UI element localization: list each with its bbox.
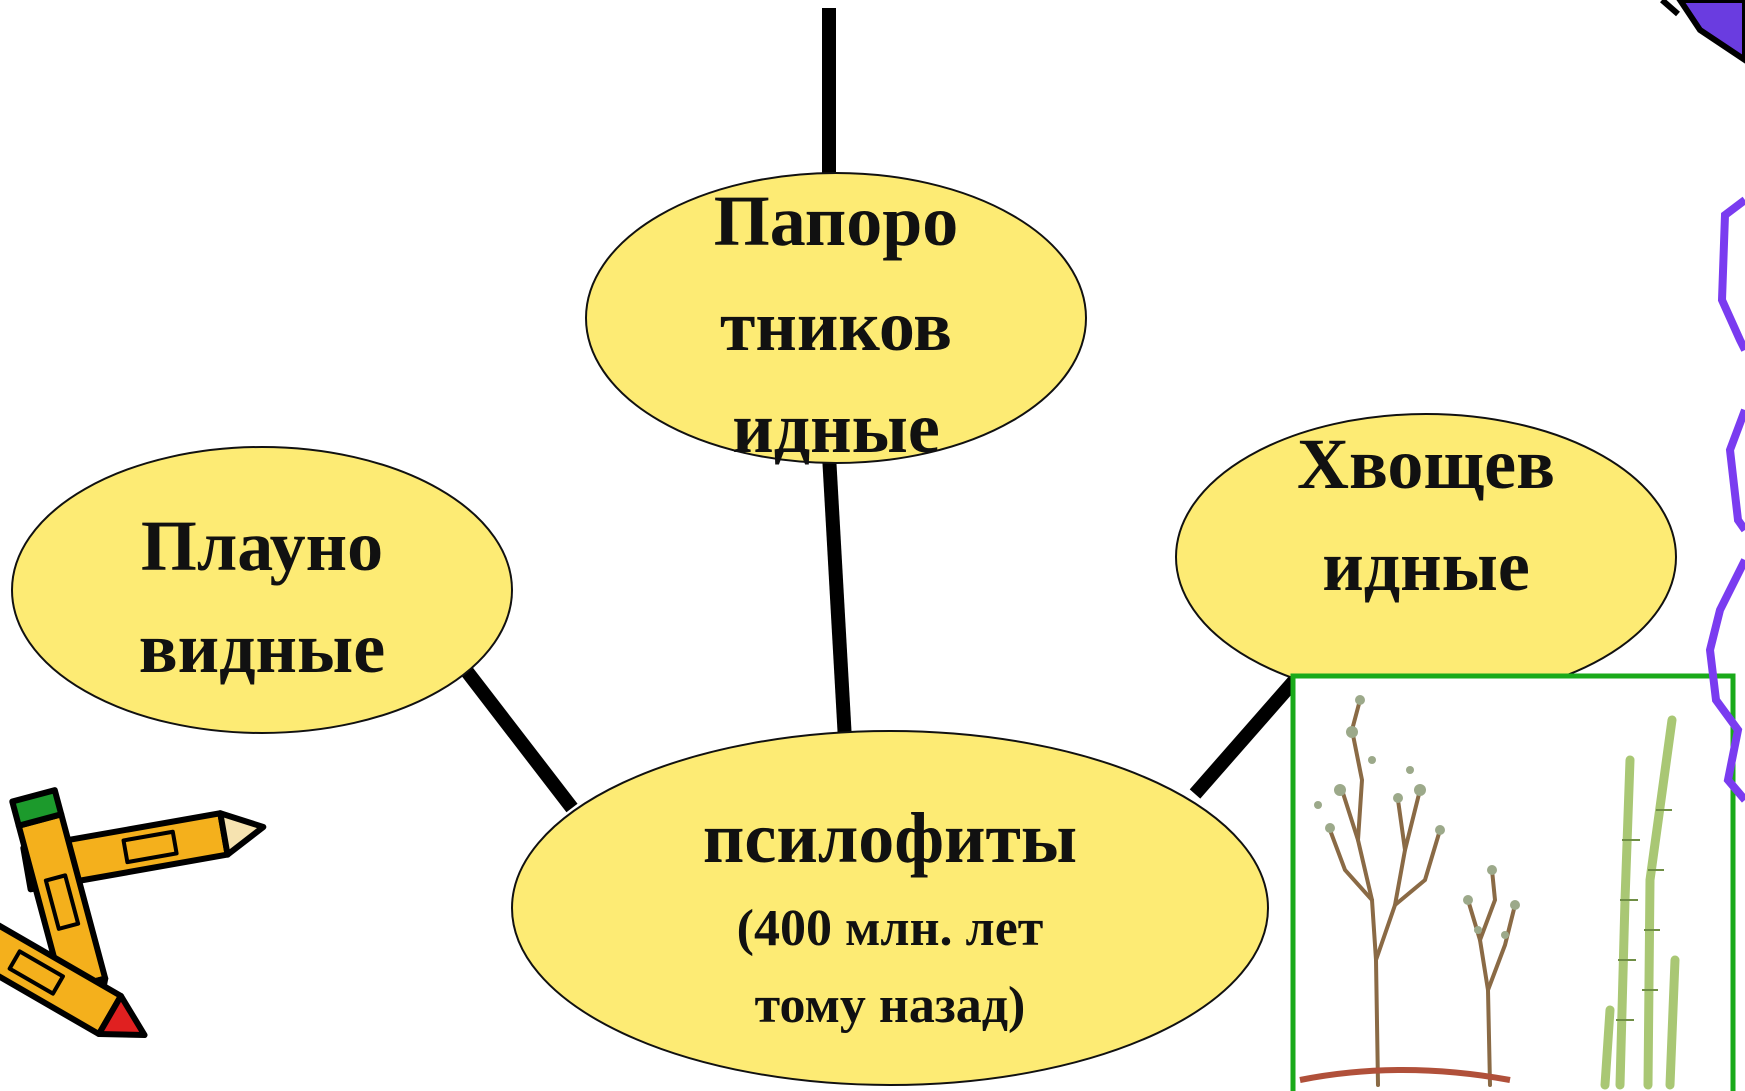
node-psilophytes-line3: тому назад)	[755, 977, 1026, 1034]
plants-illustration	[1290, 673, 1736, 1091]
node-psilophytes-line2: (400 млн. лет	[737, 900, 1044, 957]
butterfly-corner-icon	[1660, 0, 1745, 64]
connector-center-left	[456, 660, 578, 813]
node-ferns-line3: идные	[732, 388, 940, 468]
node-psilophytes-ellipse	[511, 730, 1269, 1086]
node-lycopods-ellipse	[11, 446, 513, 734]
node-lycopods-line1: Плауно	[141, 506, 383, 586]
connectors	[456, 8, 1301, 813]
node-lycopods: Плауно видные	[11, 446, 513, 734]
node-ferns: Папоро тников идные	[585, 172, 1087, 468]
node-horsetails: Хвощев идные	[1175, 413, 1677, 701]
node-psilophytes: псилофиты (400 млн. лет тому назад)	[511, 730, 1269, 1086]
connector-center-top	[822, 454, 852, 741]
pencils-clipart-icon	[0, 787, 267, 1038]
connector-center-right	[1189, 675, 1301, 799]
node-horsetails-line2: идные	[1322, 526, 1530, 606]
node-psilophytes-title: псилофиты	[703, 798, 1077, 878]
node-ferns-ellipse	[585, 172, 1087, 464]
node-lycopods-line2: видные	[139, 608, 385, 688]
node-ferns-line1: Папоро	[714, 181, 959, 261]
node-ferns-line2: тников	[720, 286, 952, 366]
node-horsetails-line1: Хвощев	[1297, 424, 1555, 504]
purple-swirl-decoration	[1705, 196, 1745, 803]
